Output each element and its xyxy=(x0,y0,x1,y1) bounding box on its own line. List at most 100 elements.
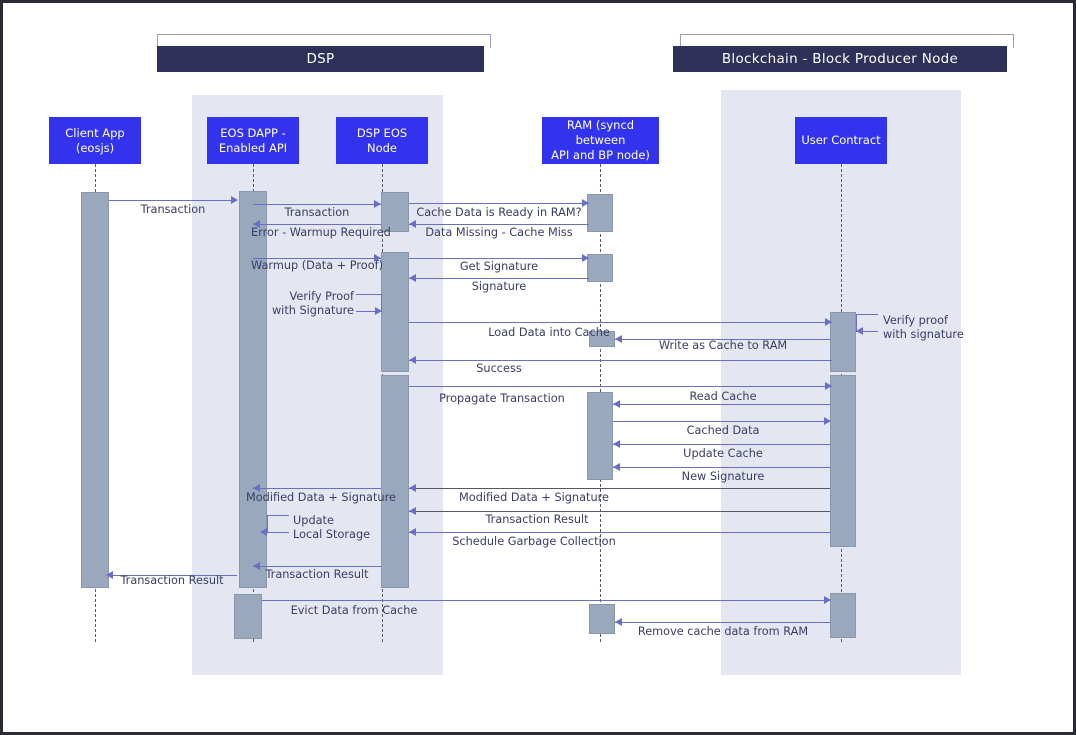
activation-user-contract-3 xyxy=(830,593,856,638)
activation-ram-1 xyxy=(587,194,613,232)
message-loop-m11 xyxy=(856,314,878,332)
activation-eos-dapp-api-1 xyxy=(239,191,267,588)
message-label-m18: New Signature xyxy=(681,470,765,483)
message-label-m27: Remove cache data from RAM xyxy=(637,625,809,638)
message-arrow-m25 xyxy=(106,571,113,579)
message-line-m17 xyxy=(613,444,830,445)
activation-user-contract-1 xyxy=(830,312,856,372)
participant-eos-dapp-api[interactable]: EOS DAPP - Enabled API xyxy=(207,117,299,164)
message-arrow-m22 xyxy=(260,528,267,536)
message-label-m20: Modified Data + Signature xyxy=(246,491,396,504)
message-line-m19 xyxy=(409,488,830,489)
message-loop-m09 xyxy=(356,294,382,312)
message-arrow-m18 xyxy=(613,463,620,471)
message-arrow-m04 xyxy=(409,220,416,228)
message-arrow-m24 xyxy=(253,562,260,570)
participant-dsp-eos-node[interactable]: DSP EOS Node xyxy=(336,117,428,164)
message-arrow-m20 xyxy=(253,484,260,492)
message-line-m18 xyxy=(613,467,830,468)
message-arrow-m14 xyxy=(825,382,832,390)
activation-user-contract-2 xyxy=(830,375,856,547)
message-line-m12 xyxy=(615,339,830,340)
message-line-m16 xyxy=(613,421,830,422)
message-label-m24: Transaction Result xyxy=(265,568,369,581)
activation-dsp-eos-node-3 xyxy=(381,375,409,588)
message-label-m02: Transaction xyxy=(284,206,350,219)
message-label-m21: Transaction Result xyxy=(485,513,589,526)
message-arrow-m11 xyxy=(856,327,863,335)
message-label-m05: Error - Warmup Required xyxy=(251,226,391,239)
message-label-m11: Verify proof with signature xyxy=(883,314,964,341)
group-bracket-blockchain xyxy=(680,34,1014,48)
activation-ram-2 xyxy=(587,254,613,282)
message-label-m03: Cache Data is Ready in RAM? xyxy=(416,206,582,219)
message-arrow-m15 xyxy=(613,400,620,408)
message-line-m07 xyxy=(409,258,589,259)
activation-ram-5 xyxy=(589,604,615,634)
activation-ram-3 xyxy=(589,331,615,347)
message-line-m21 xyxy=(409,511,830,512)
message-line-m24 xyxy=(253,566,381,567)
message-line-m15 xyxy=(613,404,830,405)
message-line-m01 xyxy=(109,200,237,201)
message-arrow-m08 xyxy=(409,274,416,282)
message-loop-m22 xyxy=(267,515,289,533)
group-title-blockchain: Blockchain - Block Producer Node xyxy=(673,46,1007,72)
message-arrow-m16 xyxy=(824,417,831,425)
message-line-m25 xyxy=(109,575,237,576)
message-line-m14 xyxy=(409,386,832,387)
message-label-m12: Write as Cache to RAM xyxy=(658,339,788,352)
message-arrow-m26 xyxy=(824,596,831,604)
message-line-m27 xyxy=(615,622,830,623)
activation-client-app xyxy=(81,192,109,588)
message-arrow-m05 xyxy=(253,220,260,228)
message-arrow-m27 xyxy=(615,618,622,626)
message-arrow-m10 xyxy=(825,318,832,326)
message-label-m22: Update Local Storage xyxy=(293,514,371,541)
group-bracket-dsp xyxy=(157,34,491,48)
message-arrow-m03 xyxy=(582,199,589,207)
message-label-m14: Propagate Transaction xyxy=(439,392,565,405)
message-arrow-m02 xyxy=(374,200,381,208)
message-line-m03 xyxy=(409,203,589,204)
participant-user-contract[interactable]: User Contract xyxy=(795,117,887,164)
message-arrow-m19 xyxy=(409,484,416,492)
group-title-dsp: DSP xyxy=(157,46,484,72)
message-label-m15: Read Cache xyxy=(689,390,757,403)
message-label-m16: Cached Data xyxy=(686,424,760,437)
message-arrow-m12 xyxy=(615,335,622,343)
message-arrow-m13 xyxy=(409,356,416,364)
activation-dsp-eos-node-2 xyxy=(381,252,409,372)
message-label-m10: Load Data into Cache xyxy=(488,326,610,339)
message-line-m10 xyxy=(409,322,832,323)
message-label-m23: Schedule Garbage Collection xyxy=(452,535,616,548)
message-arrow-m01 xyxy=(231,196,238,204)
message-label-m08: Signature xyxy=(471,280,527,293)
message-arrow-m09 xyxy=(375,307,382,315)
message-label-m26: Evict Data from Cache xyxy=(290,604,418,617)
message-label-m13: Success xyxy=(476,362,522,375)
participant-client-app[interactable]: Client App (eosjs) xyxy=(49,117,141,164)
message-arrow-m17 xyxy=(613,440,620,448)
message-line-m04 xyxy=(409,224,589,225)
message-line-m05 xyxy=(253,224,381,225)
message-label-m09: Verify Proof with Signature xyxy=(271,290,354,317)
message-arrow-m23 xyxy=(409,528,416,536)
message-line-m23 xyxy=(409,532,830,533)
activation-dsp-eos-node-1 xyxy=(381,192,409,232)
message-line-m13 xyxy=(409,360,832,361)
message-arrow-m21 xyxy=(409,507,416,515)
participant-ram[interactable]: RAM (syncd between API and BP node) xyxy=(542,117,659,164)
message-arrow-m06 xyxy=(374,254,381,262)
message-line-m06 xyxy=(253,258,381,259)
activation-eos-dapp-api-2 xyxy=(234,594,262,639)
message-label-m25: Transaction Result xyxy=(120,574,224,587)
message-label-m04: Data Missing - Cache Miss xyxy=(425,226,573,239)
message-label-m06: Warmup (Data + Proof) xyxy=(251,259,383,272)
activation-ram-4 xyxy=(587,392,613,480)
message-line-m02 xyxy=(253,204,381,205)
message-label-m01: Transaction xyxy=(140,203,206,216)
message-label-m07: Get Signature xyxy=(459,260,539,273)
message-label-m17: Update Cache xyxy=(683,447,763,460)
